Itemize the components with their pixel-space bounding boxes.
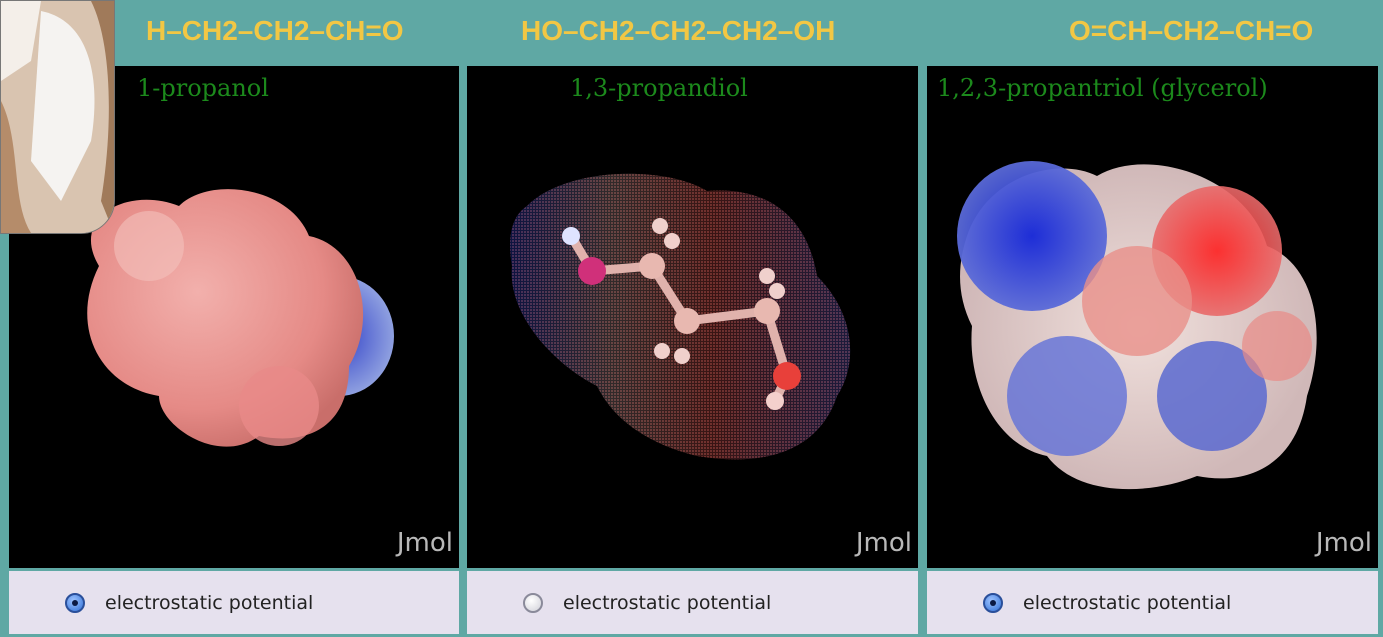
esp-radio-label[interactable]: electrostatic potential [105, 591, 314, 614]
glycerol-surface [957, 161, 1317, 490]
jmol-watermark: Jmol [396, 528, 453, 558]
jmol-viewer-glycerol[interactable]: 1,2,3-propantriol (glycerol) Jmol [927, 66, 1378, 568]
esp-radio-button[interactable] [523, 592, 543, 613]
control-bar-glycerol: electrostatic potential [927, 571, 1378, 634]
jmol-viewer-propanol[interactable]: 1-propanol Jmol [9, 66, 459, 568]
propanol-surface [87, 189, 394, 447]
propandiol-surface [510, 173, 851, 460]
jmol-watermark: Jmol [855, 528, 912, 558]
molecule-label: 1-propanol [137, 74, 269, 102]
esp-radio-label[interactable]: electrostatic potential [563, 591, 772, 614]
jmol-watermark: Jmol [1315, 528, 1372, 558]
oxygen-atom [578, 257, 606, 285]
esp-radio-button[interactable] [65, 592, 85, 613]
formula-1: H–CH2–CH2–CH=O [146, 15, 404, 46]
esp-radio-label[interactable]: electrostatic potential [1023, 591, 1232, 614]
esp-radio-button[interactable] [983, 592, 1003, 613]
control-bar-propandiol: electrostatic potential [467, 571, 918, 634]
formula-3: O=CH–CH2–CH=O [1069, 15, 1314, 46]
decorative-photo [0, 0, 115, 234]
molecule-label: 1,2,3-propantriol (glycerol) [937, 74, 1268, 102]
formula-2: HO–CH2–CH2–CH2–OH [521, 15, 836, 46]
control-bar-propanol: electrostatic potential [9, 571, 459, 634]
hydrogen-atom [562, 227, 580, 245]
jmol-viewer-propandiol[interactable]: 1,3-propandiol Jmol [467, 66, 918, 568]
oxygen-atom [773, 362, 801, 390]
molecule-label: 1,3-propandiol [570, 74, 748, 102]
